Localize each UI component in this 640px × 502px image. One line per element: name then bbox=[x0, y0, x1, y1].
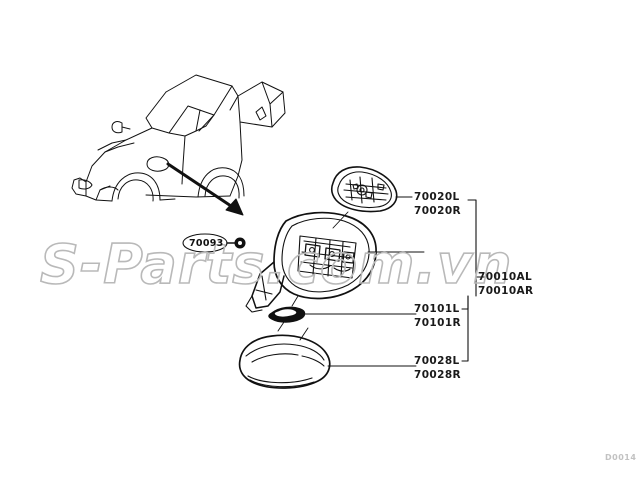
fastener-callout-graphic bbox=[182, 233, 246, 253]
part-label-mirror-glass-left: 70020L bbox=[414, 191, 460, 203]
mirror-glass-assembly bbox=[330, 166, 398, 229]
part-label-mirror-glass-right: 70020R bbox=[414, 205, 462, 217]
pointer-arrow bbox=[166, 162, 244, 216]
part-label-mirror-assembly-left: 70010AL bbox=[478, 271, 533, 283]
part-label-mirror-seal-right: 70101R bbox=[414, 317, 462, 329]
mirror-seal-gasket bbox=[268, 295, 417, 332]
part-label-mirror-assembly-right: 70010AR bbox=[478, 285, 534, 297]
door-mirror-body bbox=[245, 211, 425, 313]
diagram-reference-code: D0014 bbox=[605, 453, 637, 462]
part-label-mirror-seal-left: 70101L bbox=[414, 303, 460, 315]
part-label-mirror-cover-right: 70028R bbox=[414, 369, 462, 381]
part-label-mirror-cover-left: 70028L bbox=[414, 355, 460, 367]
fastener-callout-number: 70093 bbox=[189, 238, 224, 249]
mirror-cover-cap bbox=[238, 327, 417, 389]
pickup-truck-illustration bbox=[71, 74, 286, 202]
label-leader-lines bbox=[395, 196, 485, 362]
